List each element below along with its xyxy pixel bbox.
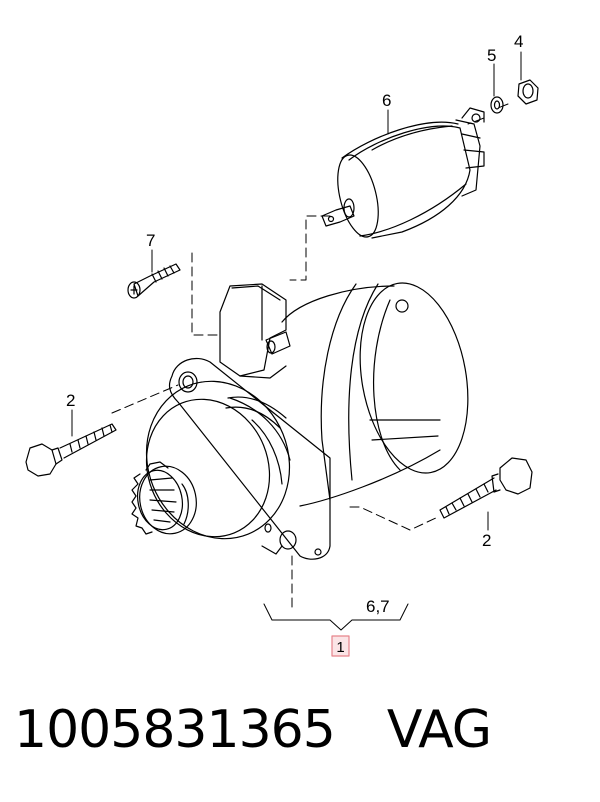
footer-caption: 1005831365 VAG xyxy=(14,700,492,780)
brand-name: VAG xyxy=(386,700,492,760)
solenoid-part xyxy=(321,107,485,239)
callout-7: 7 xyxy=(146,231,155,250)
callout-1-box: 1 xyxy=(331,635,350,657)
nut-part xyxy=(517,79,539,105)
bolt-left-part xyxy=(25,423,117,477)
callout-6: 6 xyxy=(382,91,391,110)
washer-part xyxy=(490,96,504,114)
starter-motor-body xyxy=(131,282,469,560)
assembly-dash-lines xyxy=(111,103,509,613)
callout-6-7: 6,7 xyxy=(366,597,390,616)
bolt-right-part xyxy=(439,457,533,519)
exploded-parts-diagram: 4 5 6 7 2 2 6,7 1 xyxy=(25,32,539,657)
callout-5: 5 xyxy=(487,46,496,65)
small-screw-part xyxy=(127,263,181,299)
callout-2-right: 2 xyxy=(482,531,491,550)
callout-2-left: 2 xyxy=(66,391,75,410)
callout-4: 4 xyxy=(514,32,523,51)
callout-1: 1 xyxy=(336,639,344,656)
callout-labels: 4 5 6 7 2 2 6,7 xyxy=(66,32,523,616)
part-number: 1005831365 xyxy=(14,700,336,760)
leader-lines xyxy=(71,51,522,631)
